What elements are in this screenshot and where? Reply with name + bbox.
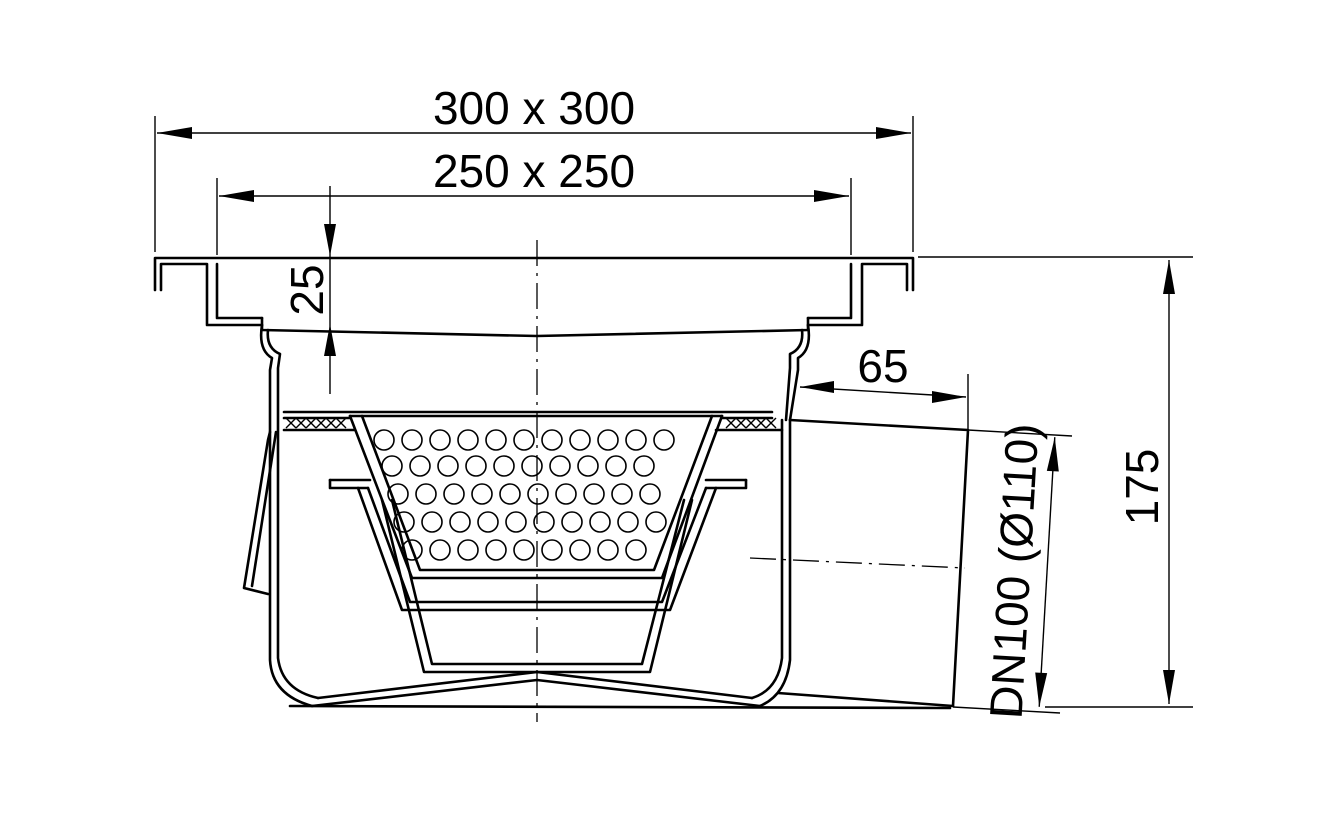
perforation-hole [597, 539, 619, 561]
dimension-outlet-length: 65 [799, 340, 969, 432]
centre-lines [536, 240, 966, 722]
perforation-hole [521, 455, 543, 477]
perforation-hole [541, 539, 563, 561]
perforation-hole [625, 429, 647, 451]
perforation-hole [561, 511, 583, 533]
perforation-hole [457, 429, 479, 451]
perforation-hole [653, 429, 675, 451]
perforated-basket [348, 414, 724, 580]
perforation-hole [409, 455, 431, 477]
perforation-hole [605, 455, 627, 477]
perforation-hole [457, 539, 479, 561]
drain-body [259, 323, 970, 710]
perforation-hole [415, 483, 437, 505]
top-frame [153, 256, 915, 338]
perforation-hole [381, 455, 403, 477]
perforation-hole [477, 511, 499, 533]
perforation-hole [639, 483, 661, 505]
basket-perforations [373, 429, 675, 561]
dimension-total-height: 175 [918, 256, 1193, 708]
dimension-frame-depth: 25 [281, 186, 336, 394]
perforation-hole [449, 511, 471, 533]
perforation-hole [597, 429, 619, 451]
perforation-hole [549, 455, 571, 477]
dimension-outer-frame-label: 300 x 300 [433, 82, 635, 134]
perforation-hole [569, 429, 591, 451]
perforation-hole [401, 429, 423, 451]
dimension-total-height-label: 175 [1116, 449, 1168, 526]
perforation-hole [373, 429, 395, 451]
perforation-hole [429, 429, 451, 451]
perforation-hole [387, 483, 409, 505]
side-flap [242, 430, 278, 596]
perforation-hole [485, 429, 507, 451]
perforation-hole [577, 455, 599, 477]
perforation-hole [437, 455, 459, 477]
dimension-outlet-length-label: 65 [857, 340, 908, 392]
perforation-hole [527, 483, 549, 505]
perforation-hole [583, 483, 605, 505]
perforation-hole [465, 455, 487, 477]
seal-ring [282, 410, 784, 432]
perforation-hole [625, 539, 647, 561]
perforation-hole [555, 483, 577, 505]
perforation-hole [633, 455, 655, 477]
perforation-hole [499, 483, 521, 505]
dimension-frame-depth-label: 25 [281, 264, 333, 315]
perforation-hole [421, 511, 443, 533]
odour-trap [328, 478, 748, 674]
perforation-hole [611, 483, 633, 505]
perforation-hole [429, 539, 451, 561]
perforation-hole [493, 455, 515, 477]
dimension-inner-frame: 250 x 250 [216, 145, 852, 255]
perforation-hole [401, 539, 423, 561]
perforation-hole [393, 511, 415, 533]
dimension-inner-frame-label: 250 x 250 [433, 145, 635, 197]
perforation-hole [505, 511, 527, 533]
perforation-hole [513, 429, 535, 451]
perforation-hole [471, 483, 493, 505]
perforation-hole [443, 483, 465, 505]
perforation-hole [569, 539, 591, 561]
perforation-hole [645, 511, 667, 533]
dimension-outer-frame: 300 x 300 [154, 82, 914, 252]
perforation-hole [541, 429, 563, 451]
perforation-hole [617, 511, 639, 533]
perforation-hole [533, 511, 555, 533]
perforation-hole [589, 511, 611, 533]
perforation-hole [513, 539, 535, 561]
perforation-hole [485, 539, 507, 561]
dimension-outlet-diameter: DN100 (Ø110) [952, 422, 1073, 720]
